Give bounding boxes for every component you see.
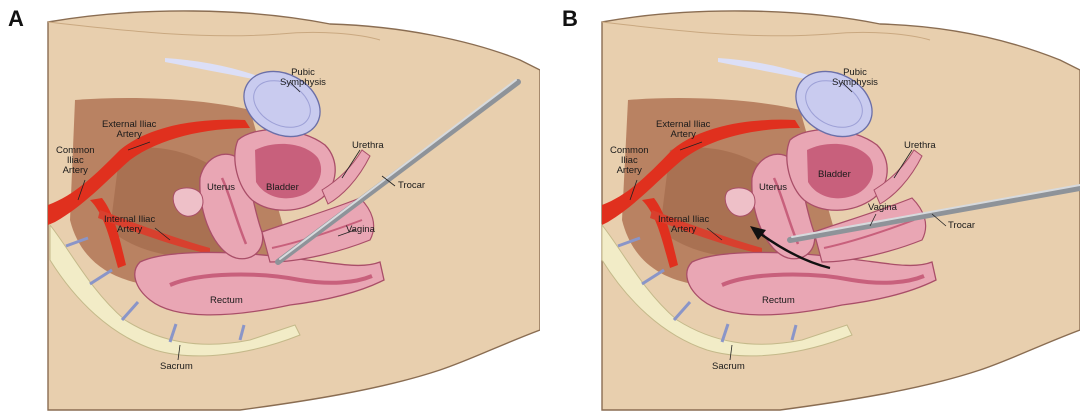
pubic-symphysis-inner	[805, 80, 863, 128]
leader-lines	[629, 81, 947, 361]
upper-body-fold	[47, 21, 381, 41]
leader-lines	[77, 81, 396, 361]
label-trocar: Trocar	[948, 220, 976, 231]
trocar-highlight	[791, 184, 1080, 238]
trocar-instrument	[787, 185, 1080, 243]
sacral-joint	[617, 236, 641, 248]
pubic-symphysis-disc	[795, 70, 873, 138]
sacrum-bone	[49, 223, 301, 357]
sacral-joint	[641, 268, 665, 286]
sacral-joint	[790, 324, 798, 341]
internal-iliac-artery	[642, 198, 678, 268]
panel-letter: A	[8, 6, 24, 31]
internal-iliac-artery-branch	[98, 210, 210, 254]
common-iliac-artery	[48, 119, 250, 225]
label-trocar: Trocar	[398, 180, 426, 191]
sacrum-bone	[601, 223, 853, 357]
rectum-lumen	[169, 272, 373, 287]
sacral-joint	[120, 301, 140, 321]
symphysis-ligament	[718, 58, 811, 80]
ovary	[724, 187, 756, 217]
pelvic-anatomy-illustration	[47, 10, 540, 411]
panel-letter: B	[562, 6, 578, 31]
trocar-highlight	[279, 79, 517, 260]
sacral-joint	[672, 301, 692, 321]
label-bladder: Bladder	[818, 169, 851, 180]
sacral-joint	[720, 323, 730, 343]
upper-body-fold	[601, 21, 931, 41]
sacral-joint	[89, 268, 113, 286]
sacral-joint	[238, 324, 246, 341]
label-rectum: Rectum	[210, 295, 243, 306]
trocar-instrument	[275, 79, 521, 265]
bladder-lumen	[807, 143, 874, 199]
movement-arrow	[757, 231, 831, 270]
sacral-joint	[65, 236, 89, 248]
symphysis-ligament	[165, 58, 258, 80]
pubic-symphysis-inner	[253, 80, 311, 128]
sacral-joint	[168, 323, 178, 343]
label-rectum: Rectum	[762, 295, 795, 306]
internal-iliac-artery-branch	[650, 210, 762, 254]
label-sacrum: Sacrum	[712, 361, 745, 372]
pubic-symphysis-disc	[243, 70, 321, 138]
rectum-lumen	[721, 272, 925, 287]
bladder-lumen	[255, 143, 322, 199]
label-bladder: Bladder	[266, 182, 299, 193]
vaginal-canal	[823, 219, 915, 249]
pelvic-anatomy-illustration	[601, 10, 1080, 411]
internal-iliac-artery	[90, 198, 126, 268]
label-sacrum: Sacrum	[160, 361, 193, 372]
uterine-cavity	[220, 177, 248, 245]
movement-arrow-head	[750, 226, 766, 240]
label-uterus: Uterus	[207, 182, 235, 193]
ovary	[172, 187, 204, 217]
label-urethra: Urethra	[352, 140, 384, 151]
label-vagina: Vagina	[868, 202, 897, 213]
urethra-organ	[321, 149, 371, 205]
label-urethra: Urethra	[904, 140, 936, 151]
common-iliac-artery	[602, 119, 800, 225]
label-uterus: Uterus	[759, 182, 787, 193]
label-vagina: Vagina	[346, 224, 375, 235]
urethra-organ	[873, 149, 923, 205]
vagina-organ	[813, 197, 927, 263]
